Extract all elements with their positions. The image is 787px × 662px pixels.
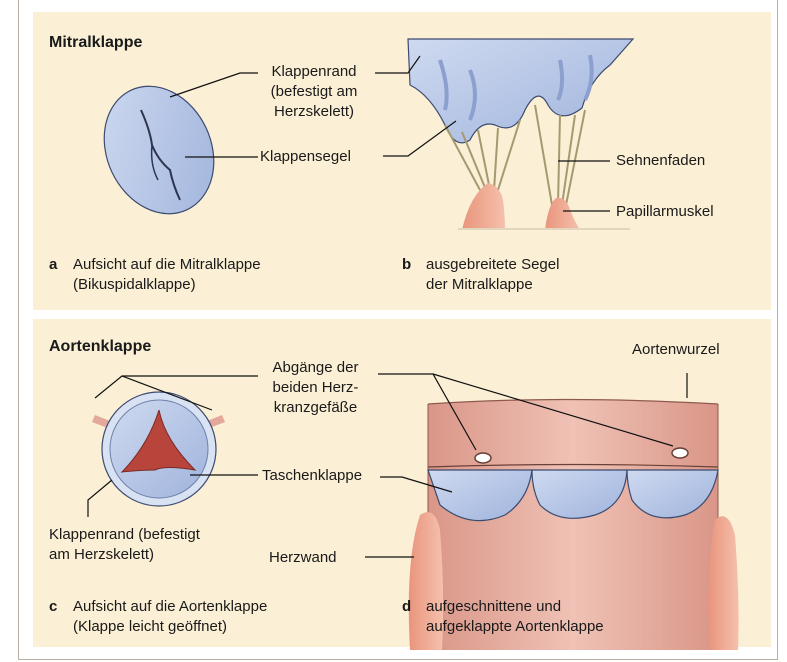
label-klappenrand: Klappenrand (befestigt am Herzskelett)	[258, 62, 370, 122]
caption-c: c Aufsicht auf die Aortenklappe (Klappe …	[49, 597, 369, 637]
caption-b: b ausgebreitete Segel der Mitralklappe	[402, 255, 702, 295]
label-sehnenfaden: Sehnenfaden	[616, 151, 705, 171]
mitral-title: Mitralklappe	[49, 34, 142, 52]
label-aortenwurzel: Aortenwurzel	[632, 340, 720, 360]
label-taschenklappe: Taschenklappe	[262, 466, 362, 486]
label-abgaenge: Abgänge der beiden Herz- kranzgefäße	[258, 358, 373, 418]
label-klappensegel: Klappensegel	[260, 147, 351, 167]
aortic-top-view	[92, 392, 225, 506]
mitral-top-view	[84, 68, 234, 232]
caption-a: a Aufsicht auf die Mitralklappe (Bikuspi…	[49, 255, 349, 295]
caption-d: d aufgeschnittene und aufgeklappte Aorte…	[402, 597, 702, 637]
mitral-leaflets	[408, 39, 633, 230]
label-papillarmuskel: Papillarmuskel	[616, 202, 714, 222]
label-herzwand: Herzwand	[269, 548, 337, 568]
aortic-title: Aortenklappe	[49, 338, 151, 356]
label-klappenrand-aorta: Klappenrand (befestigt am Herzskelett)	[49, 525, 200, 565]
